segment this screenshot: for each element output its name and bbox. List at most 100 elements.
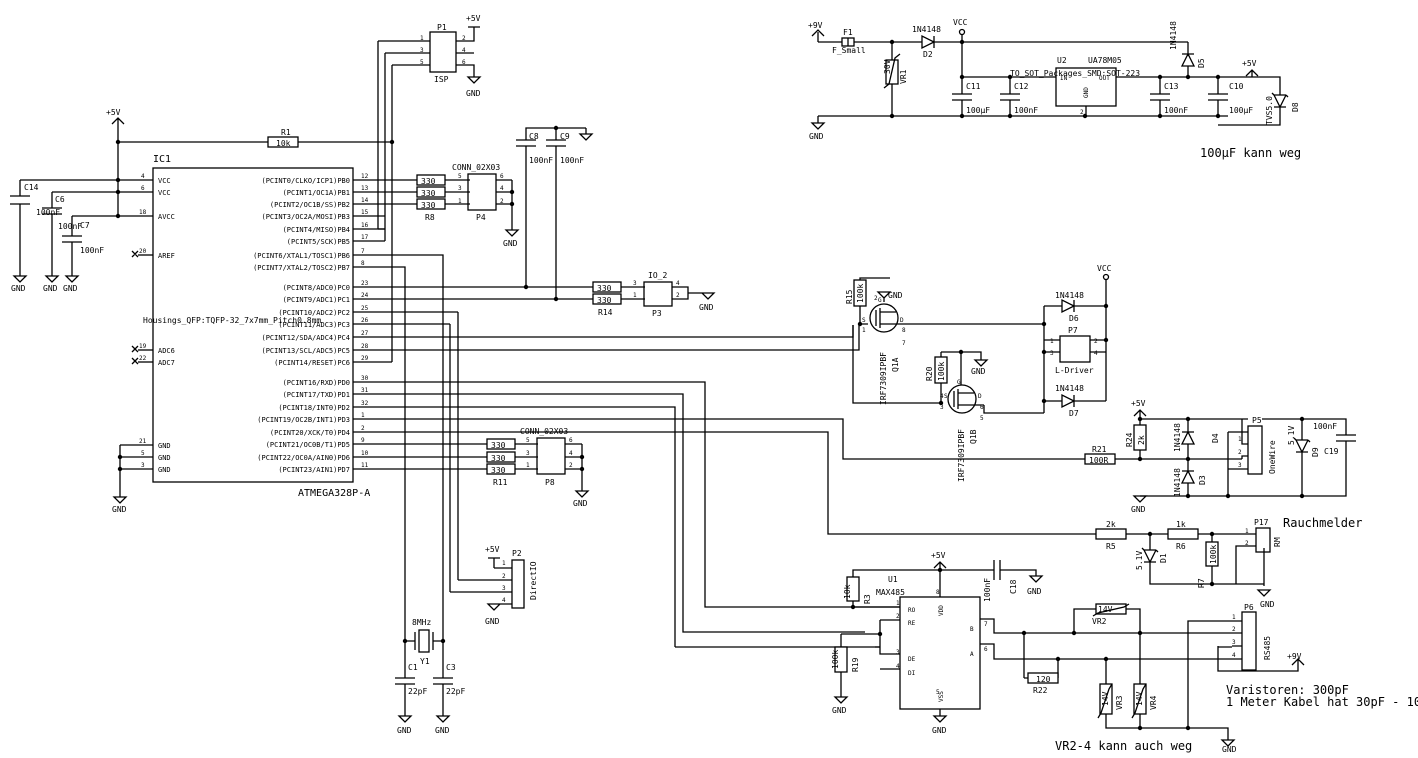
svg-text:10k: 10k (276, 139, 291, 148)
svg-text:4: 4 (1232, 652, 1236, 659)
svg-text:Housings_QFP:TQFP-32_7x7mm_Pit: Housings_QFP:TQFP-32_7x7mm_Pitch0.8mm (143, 316, 321, 325)
svg-text:D3: D3 (1198, 475, 1207, 485)
svg-text:8: 8 (902, 327, 906, 334)
svg-text:S: S (944, 393, 948, 400)
svg-text:4: 4 (569, 450, 573, 457)
svg-text:1: 1 (420, 35, 424, 42)
svg-text:C9: C9 (560, 132, 570, 141)
svg-text:3: 3 (420, 47, 424, 54)
svg-text:P4: P4 (476, 213, 486, 222)
svg-text:(PCINT13/SCL/ADC5)PC5: (PCINT13/SCL/ADC5)PC5 (261, 347, 350, 355)
svg-text:3: 3 (1238, 462, 1242, 469)
svg-text:UA78M05: UA78M05 (1088, 56, 1122, 65)
svg-text:GND: GND (573, 499, 588, 508)
svg-text:VCC: VCC (1097, 264, 1112, 273)
svg-text:18: 18 (139, 209, 147, 216)
svg-text:5: 5 (141, 450, 145, 457)
svg-text:1 Meter Kabel hat 30pF - 100pF: 1 Meter Kabel hat 30pF - 100pF (1226, 695, 1418, 709)
svg-text:6: 6 (462, 59, 466, 66)
svg-text:5: 5 (980, 415, 984, 422)
svg-text:IC1: IC1 (153, 154, 171, 165)
svg-text:VCC: VCC (158, 177, 171, 185)
svg-text:D8: D8 (1291, 102, 1300, 112)
svg-text:3: 3 (896, 649, 900, 656)
svg-text:D6: D6 (1069, 314, 1079, 323)
svg-text:VR4: VR4 (1149, 695, 1158, 710)
svg-text:R15: R15 (845, 289, 854, 304)
svg-text:100nF: 100nF (58, 222, 82, 231)
svg-text:ATMEGA328P-A: ATMEGA328P-A (298, 488, 370, 499)
svg-text:GND: GND (485, 617, 500, 626)
svg-text:100k: 100k (856, 284, 865, 303)
svg-text:GND: GND (11, 284, 26, 293)
svg-text:S: S (862, 317, 866, 324)
svg-text:2: 2 (1080, 109, 1084, 116)
svg-text:1N4148: 1N4148 (1055, 384, 1084, 393)
svg-text:R6: R6 (1176, 542, 1186, 551)
svg-text:26: 26 (361, 317, 369, 324)
svg-text:P5: P5 (1252, 416, 1262, 425)
svg-text:GND: GND (112, 505, 127, 514)
svg-text:RO: RO (908, 607, 916, 614)
svg-text:4: 4 (940, 393, 944, 400)
svg-text:5: 5 (526, 437, 530, 444)
svg-text:3: 3 (141, 462, 145, 469)
svg-text:2: 2 (462, 35, 466, 42)
svg-text:100nF: 100nF (983, 578, 992, 602)
svg-text:(PCINT14/RESET)PC6: (PCINT14/RESET)PC6 (274, 359, 350, 367)
svg-text:IRF7309IPBF: IRF7309IPBF (957, 429, 966, 482)
svg-text:330: 330 (491, 441, 506, 450)
crystal-y1: 8MHz Y1 C1 22pF C3 22pF GND GND (385, 254, 465, 735)
svg-text:D1: D1 (1159, 553, 1168, 563)
svg-text:2k: 2k (1106, 520, 1116, 529)
svg-text:OUT: OUT (1099, 75, 1110, 82)
svg-text:6: 6 (569, 437, 573, 444)
svg-text:VCC: VCC (158, 189, 171, 197)
svg-text:D2: D2 (923, 50, 933, 59)
svg-text:100nF: 100nF (560, 156, 584, 165)
svg-text:Y1: Y1 (420, 657, 430, 666)
svg-text:(PCINT3/OC2A/MOSI)PB3: (PCINT3/OC2A/MOSI)PB3 (261, 213, 350, 221)
svg-text:1N4148: 1N4148 (1173, 423, 1182, 452)
svg-text:D5: D5 (1197, 58, 1206, 68)
svg-text:4: 4 (500, 185, 504, 192)
svg-text:C18: C18 (1009, 579, 1018, 594)
svg-text:100k: 100k (1209, 545, 1218, 564)
svg-text:330: 330 (421, 201, 436, 210)
svg-text:D9: D9 (1311, 447, 1320, 457)
svg-text:11: 11 (361, 462, 369, 469)
svg-text:29: 29 (361, 355, 369, 362)
svg-text:8MHz: 8MHz (412, 618, 431, 627)
svg-text:5.1V: 5.1V (1135, 551, 1144, 570)
svg-text:TO_SOT_Packages_SMD:SOT-223: TO_SOT_Packages_SMD:SOT-223 (1010, 69, 1140, 78)
svg-text:6: 6 (500, 173, 504, 180)
left-decoupling: +5V R1 10k C14 100nF C6 100nF C7 100nF G… (10, 108, 395, 514)
svg-text:Q1B: Q1B (969, 429, 978, 444)
svg-text:1: 1 (896, 600, 900, 607)
svg-text:(PCINT21/OC0B/T1)PD5: (PCINT21/OC0B/T1)PD5 (266, 441, 350, 449)
svg-text:(PCINT10/ADC2)PC2: (PCINT10/ADC2)PC2 (278, 309, 350, 317)
svg-text:1: 1 (361, 412, 365, 419)
svg-text:3: 3 (502, 585, 506, 592)
svg-text:330: 330 (421, 189, 436, 198)
svg-text:RE: RE (908, 620, 916, 627)
svg-text:GND: GND (1027, 587, 1042, 596)
svg-text:R24: R24 (1125, 432, 1134, 447)
r11-p8-connector: 330 330 330 R11 CONN_02X03 P8 5 6 3 4 1 … (385, 427, 590, 508)
svg-text:C10: C10 (1229, 82, 1244, 91)
svg-text:2: 2 (874, 295, 878, 302)
svg-text:(PCINT1/OC1A)PB1: (PCINT1/OC1A)PB1 (283, 189, 350, 197)
svg-text:3: 3 (458, 185, 462, 192)
svg-text:ADC6: ADC6 (158, 347, 175, 355)
svg-text:2: 2 (1232, 626, 1236, 633)
svg-text:330: 330 (597, 296, 612, 305)
svg-text:100nF: 100nF (80, 246, 104, 255)
svg-text:D: D (900, 317, 904, 324)
svg-text:GND: GND (158, 454, 171, 462)
svg-text:12: 12 (361, 173, 369, 180)
svg-text:U1: U1 (888, 575, 898, 584)
svg-text:P7: P7 (1068, 326, 1078, 335)
p2-directio: P2 DirectIO 1 2 3 4 +5V GND (385, 311, 538, 626)
r8-p4-connector: 330 330 330 R8 CONN_02X03 P4 5 6 3 4 1 2… (385, 163, 520, 248)
svg-text:+9V: +9V (808, 21, 823, 30)
